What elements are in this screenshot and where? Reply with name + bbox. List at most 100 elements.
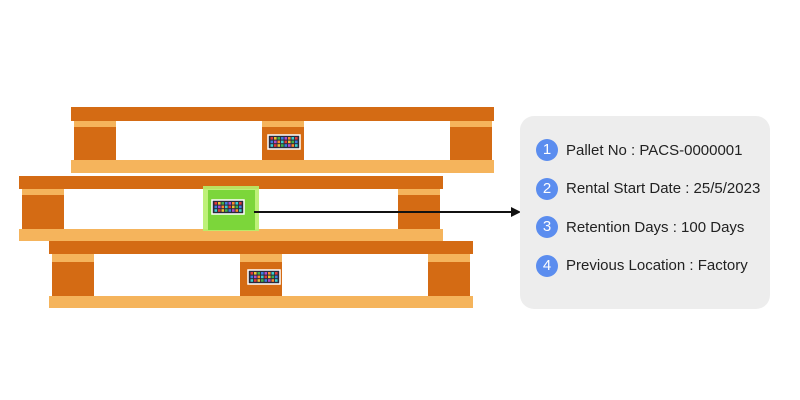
tag-cell — [221, 205, 225, 209]
info-row-retention-days: 3 Retention Days : 100 Days — [536, 215, 770, 239]
tag-cell — [228, 205, 232, 209]
pallet-2-top-deck — [19, 176, 443, 189]
tag-cell — [268, 279, 271, 282]
tag-cell — [257, 272, 261, 275]
tag-cell — [281, 140, 284, 144]
tag-cell — [232, 202, 235, 205]
pallet-1 — [71, 107, 494, 173]
tag-cell — [281, 137, 284, 140]
pallet-1-block-left — [74, 127, 116, 160]
tag-cell — [275, 272, 278, 275]
tag-cell — [232, 209, 235, 212]
tag-cell — [291, 137, 295, 140]
tag-cell — [239, 205, 242, 209]
pallet-info-card: 1 Pallet No : PACS-0000001 2 Rental Star… — [520, 116, 770, 309]
pallet-1-top-deck — [71, 107, 494, 121]
pallet-3-block-right — [428, 262, 470, 296]
pallet-1-block-mid-cap — [262, 121, 304, 127]
pallet-1-block-right-cap — [450, 121, 492, 127]
tag-cell — [250, 272, 254, 275]
tag-cell — [264, 275, 268, 279]
tag-cell — [277, 140, 281, 144]
info-row-rental-start: 2 Rental Start Date : 25/5/2023 — [536, 177, 770, 201]
pallet-2-block-left — [22, 195, 64, 229]
tag-cell — [218, 202, 221, 205]
info-row-previous-location: 4 Previous Location : Factory — [536, 254, 770, 278]
pallet-2-block-right-cap — [398, 189, 440, 195]
tag-cell — [214, 209, 218, 212]
rfid-tag-icon — [211, 199, 245, 215]
tag-cell — [291, 140, 295, 144]
tag-cell — [235, 205, 239, 209]
tag-cell — [261, 279, 264, 282]
pallet-3-block-left-cap — [52, 254, 94, 262]
tag-cell — [254, 279, 257, 282]
tag-cell — [257, 275, 261, 279]
tag-cell — [232, 205, 235, 209]
pallet-1-block-right — [450, 127, 492, 160]
number-badge: 3 — [536, 216, 558, 238]
tag-cell — [274, 137, 277, 140]
tag-cell — [275, 275, 278, 279]
pallet-3-top-deck — [49, 241, 473, 254]
tag-cell — [264, 272, 268, 275]
tag-cell — [250, 279, 254, 282]
pallet-1-block-left-cap — [74, 121, 116, 127]
tag-cell — [288, 144, 291, 147]
rfid-tag-icon — [267, 134, 301, 150]
tag-cell — [271, 279, 275, 282]
tag-cell — [284, 137, 288, 140]
tag-cell — [295, 144, 298, 147]
tag-cell — [274, 144, 277, 147]
tag-cell — [284, 140, 288, 144]
tag-cell — [270, 137, 274, 140]
pallet-2 — [19, 176, 443, 241]
tag-cell — [274, 140, 277, 144]
rental-start-text: Rental Start Date : 25/5/2023 — [566, 180, 761, 197]
pallet-3-block-mid-cap — [240, 254, 282, 262]
pallet-no-text: Pallet No : PACS-0000001 — [566, 141, 743, 159]
tag-cell — [271, 275, 275, 279]
tag-cell — [250, 275, 254, 279]
tag-cell — [221, 209, 225, 212]
pallet-3-bottom-deck — [49, 296, 473, 308]
tag-cell — [281, 144, 284, 147]
tag-cell — [268, 275, 271, 279]
tag-cell — [284, 144, 288, 147]
previous-location-text: Previous Location : Factory — [566, 257, 748, 274]
tag-cell — [228, 202, 232, 205]
tag-cell — [291, 144, 295, 147]
tag-cell — [257, 279, 261, 282]
tag-cell — [288, 137, 291, 140]
tag-cell — [214, 202, 218, 205]
tag-cell — [275, 279, 278, 282]
tag-cell — [295, 137, 298, 140]
tag-cell — [254, 272, 257, 275]
tag-cell — [268, 272, 271, 275]
pallet-3-block-left — [52, 262, 94, 296]
tag-cell — [221, 202, 225, 205]
pallet-2-bottom-deck — [19, 229, 443, 241]
tag-cell — [295, 140, 298, 144]
tag-cell — [271, 272, 275, 275]
pallet-2-block-left-cap — [22, 189, 64, 195]
number-badge: 4 — [536, 254, 558, 277]
tag-cell — [288, 140, 291, 144]
pallet-1-bottom-deck — [71, 160, 494, 173]
tag-cell — [225, 205, 228, 209]
tag-cell — [225, 209, 228, 212]
tag-cell — [270, 140, 274, 144]
tag-cell — [225, 202, 228, 205]
tag-cell — [277, 137, 281, 140]
tag-cell — [218, 205, 221, 209]
tag-cell — [228, 209, 232, 212]
number-badge: 2 — [536, 177, 558, 200]
tag-cell — [239, 209, 242, 212]
tag-cell — [218, 209, 221, 212]
tag-cell — [254, 275, 257, 279]
tag-cell — [235, 202, 239, 205]
tag-cell — [270, 144, 274, 147]
rfid-tag-icon — [247, 269, 281, 285]
retention-days-text: Retention Days : 100 Days — [566, 218, 745, 236]
